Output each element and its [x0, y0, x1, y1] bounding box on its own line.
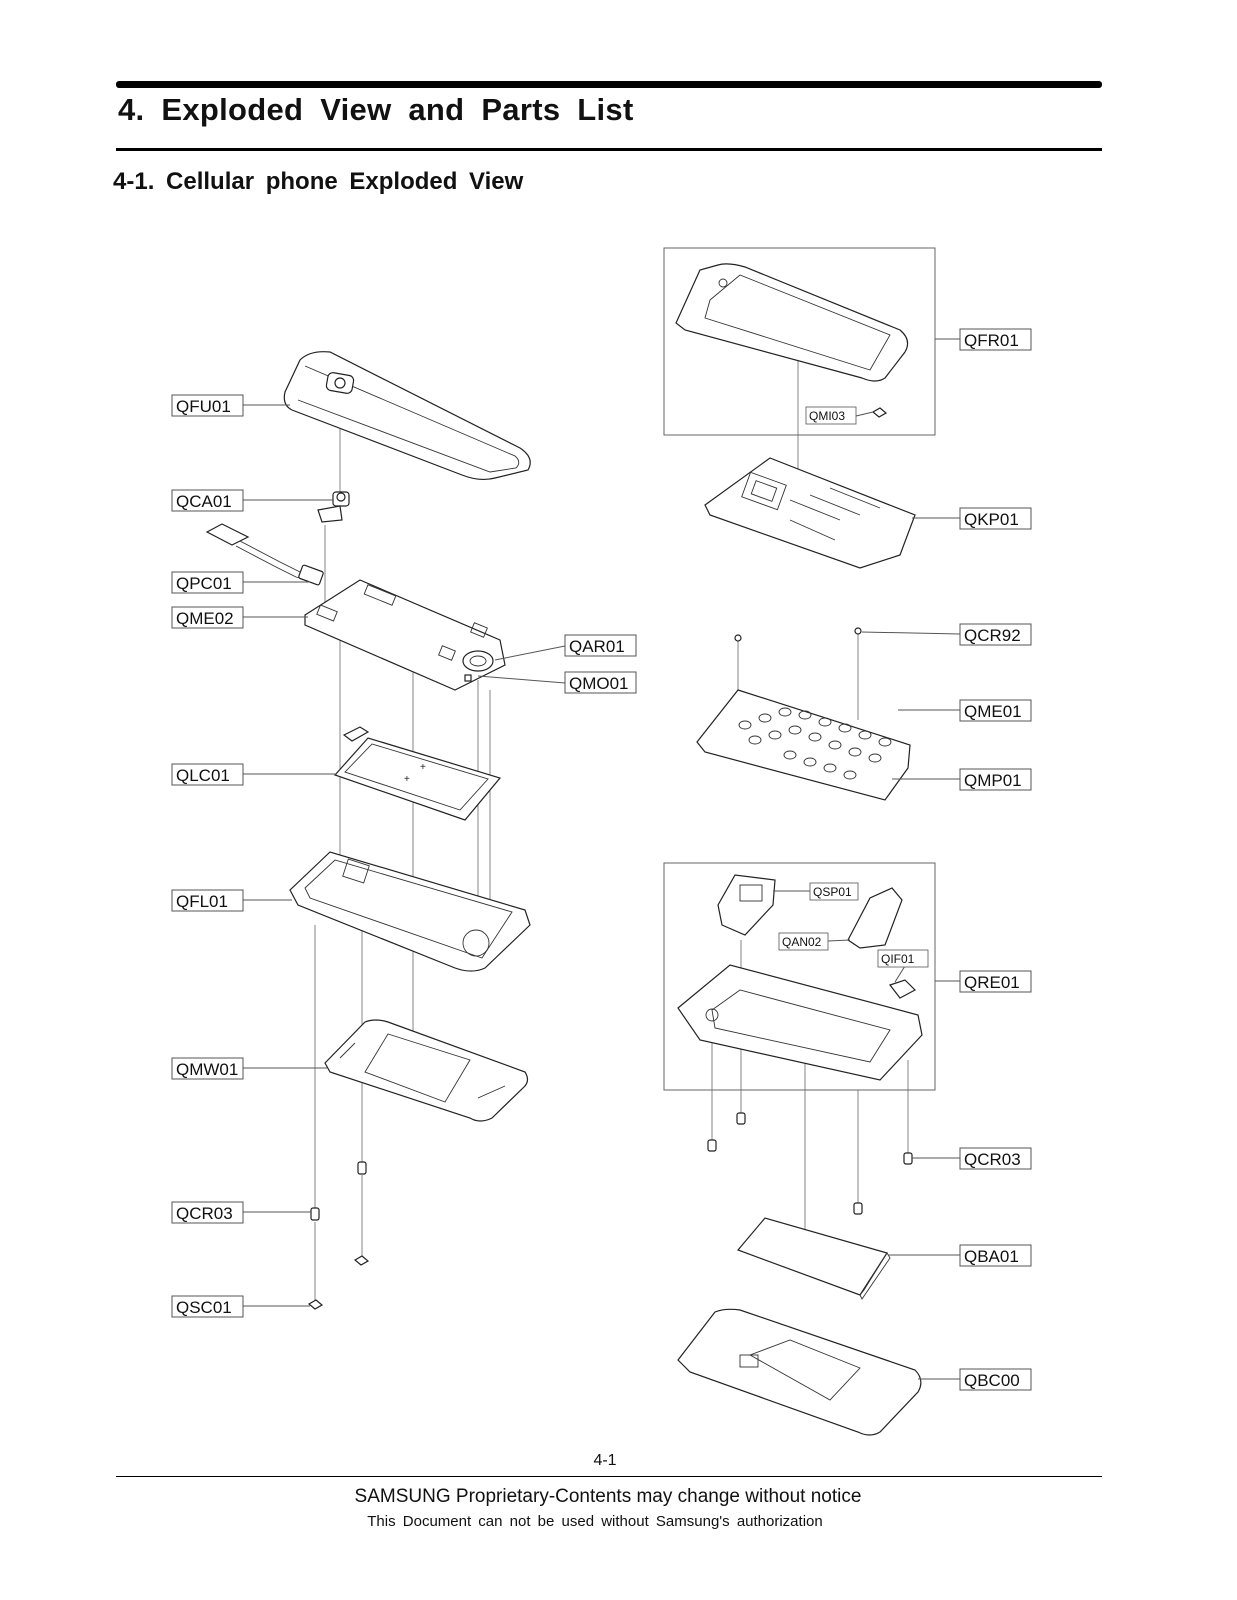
label-QFR01: QFR01 [959, 328, 1032, 351]
svg-text:QSC01: QSC01 [176, 1298, 232, 1317]
lcd-part: + + [333, 726, 502, 821]
label-QIF01: QIF01 [877, 949, 929, 968]
label-QCR92: QCR92 [959, 623, 1032, 646]
svg-text:QME02: QME02 [176, 609, 234, 628]
title-rule [116, 148, 1102, 151]
svg-text:QCR92: QCR92 [964, 626, 1021, 645]
rear-screws [707, 1112, 913, 1215]
footer-notice: SAMSUNG Proprietary-Contents may change … [354, 1486, 862, 1507]
left-screws [307, 1161, 370, 1310]
front-rear-cover-part [675, 263, 909, 418]
leader-lines [243, 338, 961, 1380]
label-QCR03-right: QCR03 [959, 1147, 1032, 1170]
label-QCR03-left: QCR03 [171, 1201, 244, 1224]
svg-text:+: + [404, 774, 410, 785]
footer-rule [116, 1476, 1102, 1477]
speaker-module-part [717, 874, 776, 936]
svg-text:QME01: QME01 [964, 702, 1022, 721]
label-QMP01: QMP01 [959, 768, 1032, 791]
rear-group-box [663, 862, 936, 1091]
label-QSP01: QSP01 [809, 882, 859, 901]
svg-text:QRE01: QRE01 [964, 973, 1020, 992]
label-QKP01: QKP01 [959, 507, 1032, 530]
label-QRE01: QRE01 [959, 970, 1032, 993]
section-title: 4-1. Cellular phone Exploded View [113, 168, 524, 195]
rear-case-part [677, 964, 923, 1081]
page-number: 4-1 [593, 1452, 617, 1469]
svg-text:QFR01: QFR01 [964, 331, 1019, 350]
label-QCA01: QCA01 [171, 489, 244, 512]
svg-text:QBA01: QBA01 [964, 1247, 1019, 1266]
svg-text:QLC01: QLC01 [176, 766, 230, 785]
svg-text:QAR01: QAR01 [569, 637, 625, 656]
label-QLC01: QLC01 [171, 763, 244, 786]
label-QPC01: QPC01 [171, 571, 244, 594]
svg-text:QMW01: QMW01 [176, 1060, 238, 1079]
svg-text:QCA01: QCA01 [176, 492, 232, 511]
footer-authorization: This Document can not be used without Sa… [367, 1513, 823, 1530]
page-title: 4. Exploded View and Parts List [118, 92, 634, 127]
speaker-motor-part [462, 650, 494, 682]
svg-text:QAN02: QAN02 [782, 935, 822, 949]
svg-text:QMO01: QMO01 [569, 674, 629, 693]
svg-text:QKP01: QKP01 [964, 510, 1019, 529]
front-cover-part [283, 351, 531, 481]
label-QMI03: QMI03 [805, 406, 857, 425]
interface-connector-part [889, 979, 916, 999]
svg-text:QBC00: QBC00 [964, 1371, 1020, 1390]
label-QMO01: QMO01 [564, 671, 637, 694]
label-QAR01: QAR01 [564, 634, 637, 657]
keypad-screws [734, 627, 862, 642]
key-dome-plate-part [696, 689, 911, 801]
left-assembly-axes [314, 385, 491, 1300]
battery-cover-part [677, 1308, 922, 1436]
svg-text:QPC01: QPC01 [176, 574, 232, 593]
front-frame-part [289, 851, 531, 972]
svg-text:QIF01: QIF01 [881, 952, 915, 966]
main-window-part [324, 1019, 529, 1122]
svg-text:QMI03: QMI03 [809, 409, 845, 423]
svg-text:QCR03: QCR03 [964, 1150, 1021, 1169]
battery-part [736, 1217, 891, 1300]
label-QFL01: QFL01 [171, 889, 244, 912]
svg-text:QMP01: QMP01 [964, 771, 1022, 790]
label-QSC01: QSC01 [171, 1295, 244, 1318]
label-QBA01: QBA01 [959, 1244, 1032, 1267]
label-QAN02: QAN02 [778, 932, 829, 951]
antenna-part [847, 887, 903, 949]
label-QMW01: QMW01 [171, 1057, 244, 1080]
svg-text:QFU01: QFU01 [176, 397, 231, 416]
main-board-part [304, 579, 506, 691]
keypad-part [704, 457, 916, 569]
label-QME01: QME01 [959, 699, 1032, 722]
svg-text:QSP01: QSP01 [813, 885, 852, 899]
camera-part [317, 491, 350, 523]
fpcb-part [205, 523, 324, 586]
svg-text:+: + [420, 762, 426, 773]
top-rule [116, 81, 1102, 88]
svg-text:QFL01: QFL01 [176, 892, 228, 911]
label-QFU01: QFU01 [171, 394, 244, 417]
label-QME02: QME02 [171, 606, 244, 629]
front-rear-group-box [663, 247, 936, 436]
svg-text:QCR03: QCR03 [176, 1204, 233, 1223]
label-QBC00: QBC00 [959, 1368, 1032, 1391]
